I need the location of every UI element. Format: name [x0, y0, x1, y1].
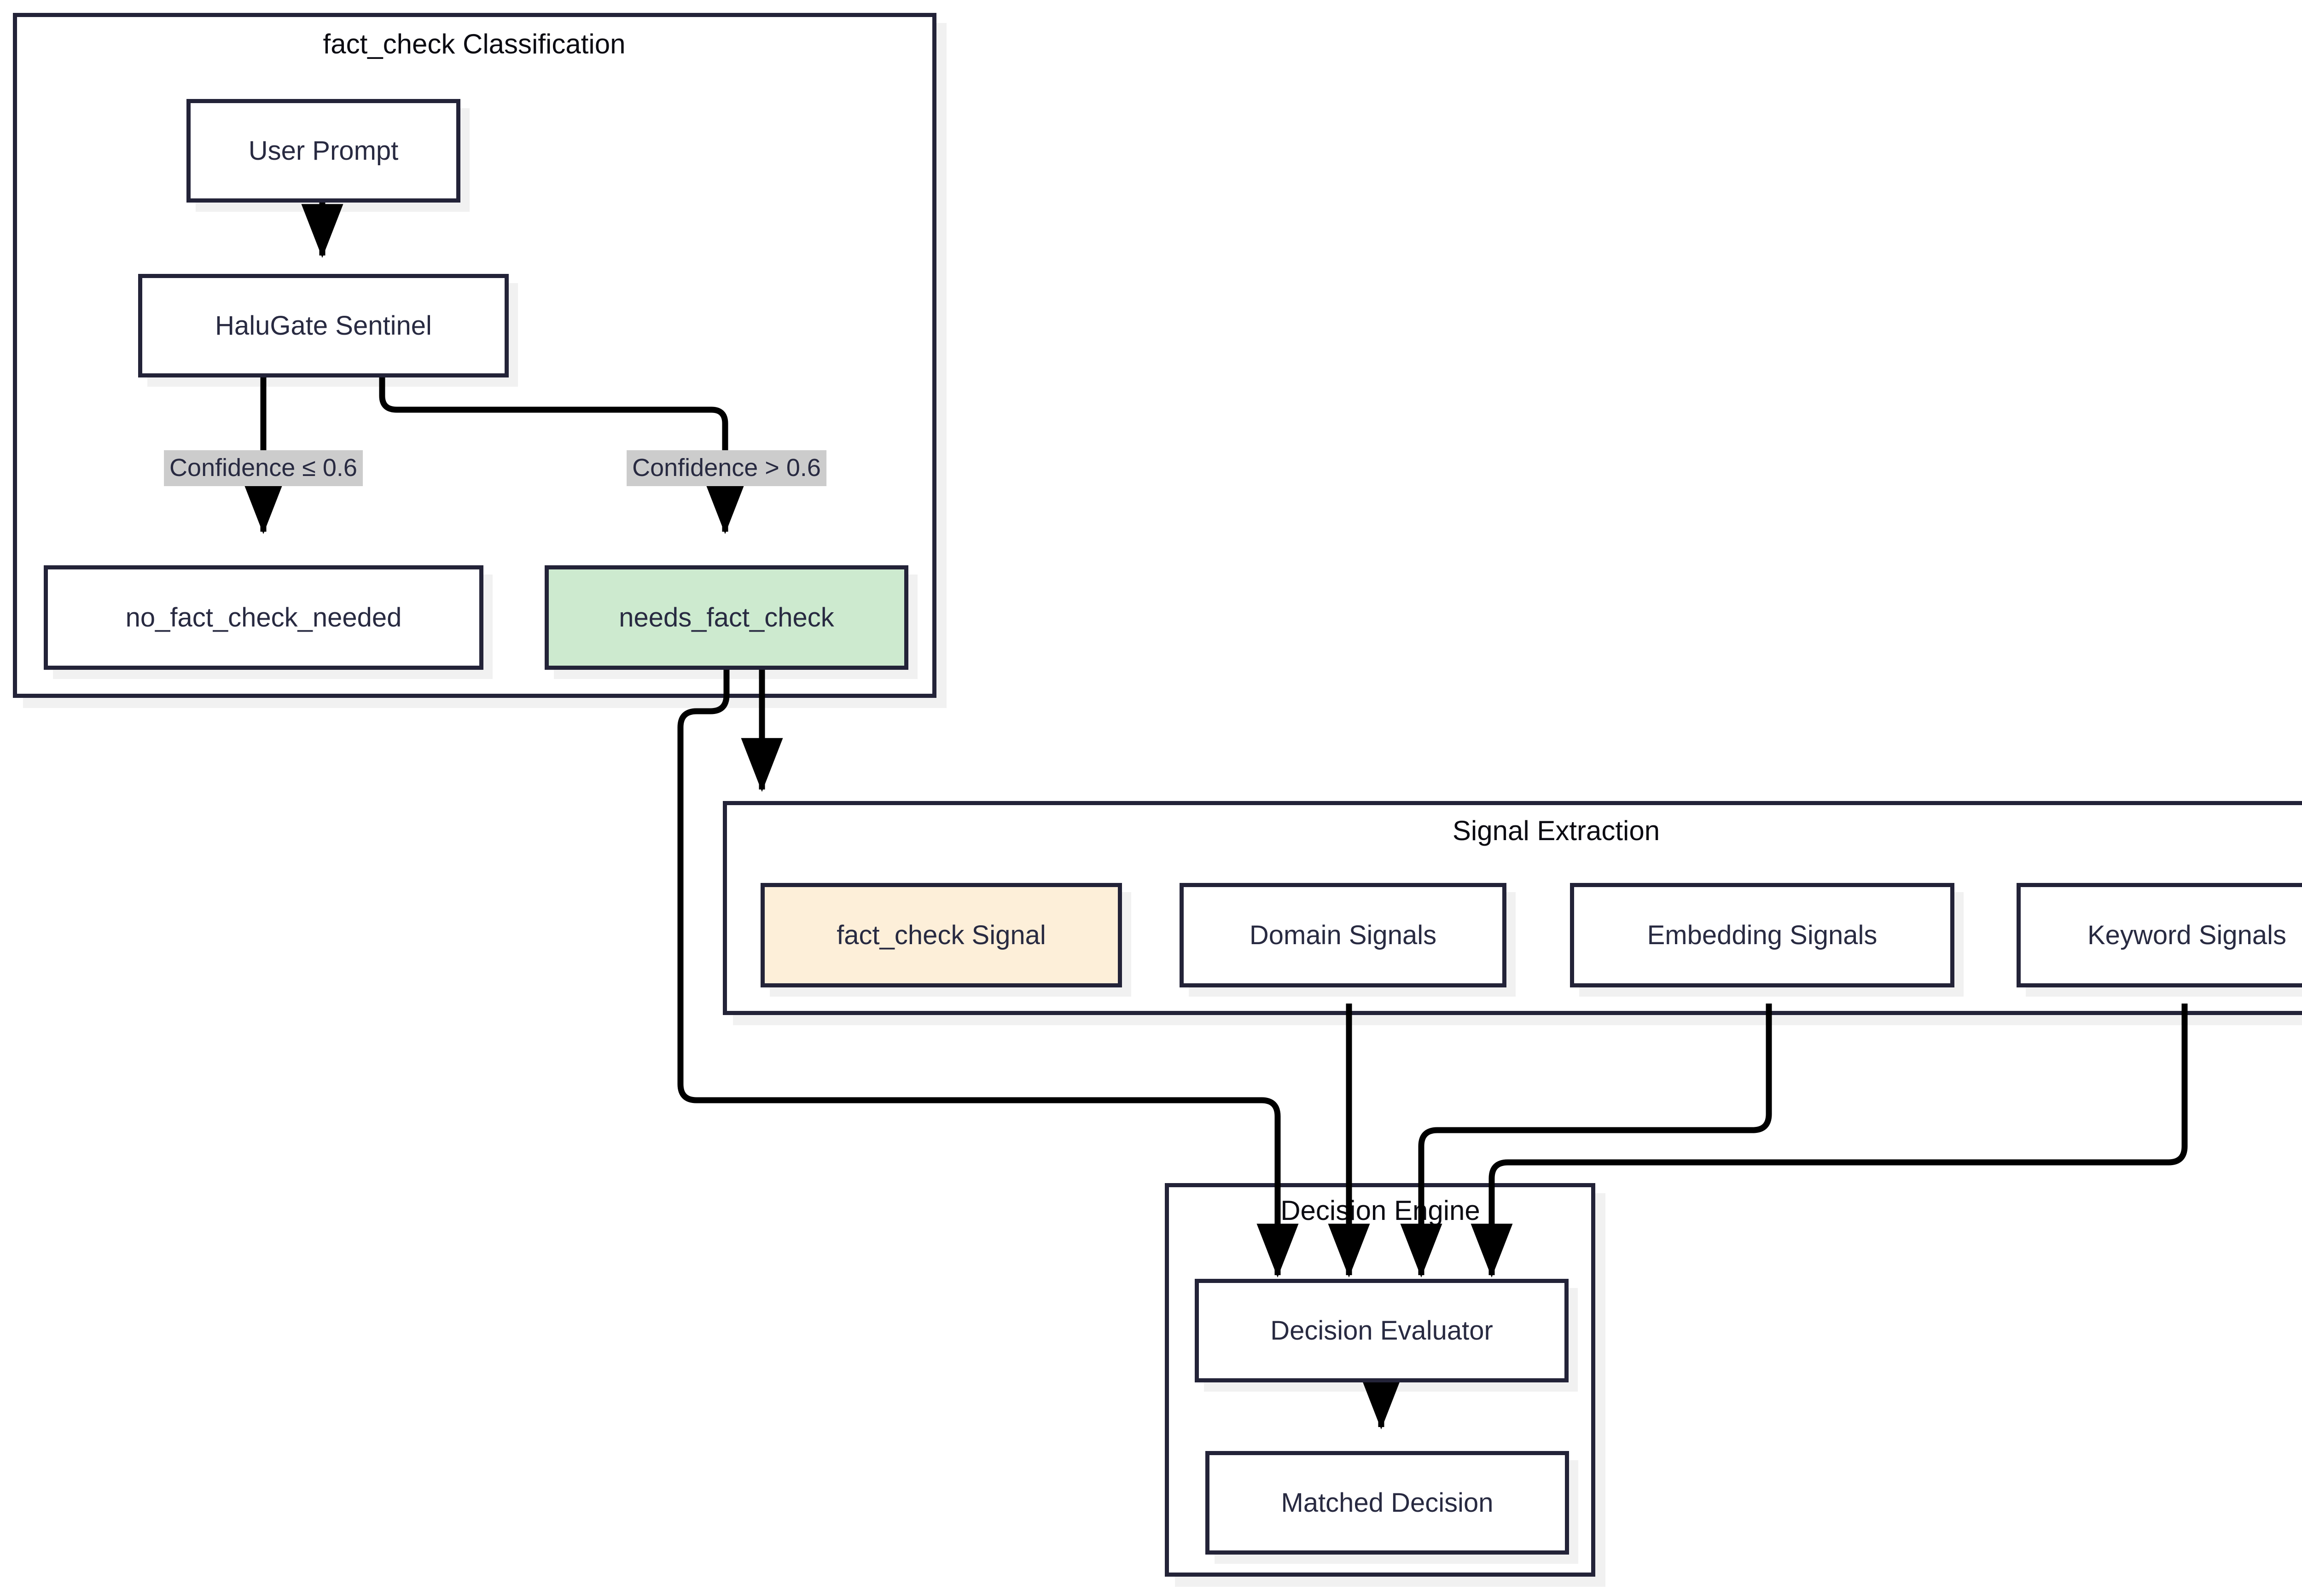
node-user-prompt[interactable]: User Prompt [186, 99, 460, 203]
node-fact-check-signal[interactable]: fact_check Signal [761, 883, 1122, 987]
cluster-title-signal-extraction: Signal Extraction [1452, 815, 1660, 846]
cluster-title-decision-engine: Decision Engine [1280, 1195, 1480, 1226]
node-embedding-signals[interactable]: Embedding Signals [1570, 883, 1954, 987]
node-halugate-sentinel[interactable]: HaluGate Sentinel [138, 274, 509, 377]
cluster-title-fact-check-classification: fact_check Classification [323, 29, 626, 59]
node-keyword-signals[interactable]: Keyword Signals [2017, 883, 2302, 987]
node-no-fact-check-needed[interactable]: no_fact_check_needed [44, 565, 483, 670]
node-decision-evaluator[interactable]: Decision Evaluator [1195, 1279, 1569, 1382]
node-matched-decision[interactable]: Matched Decision [1205, 1451, 1569, 1555]
node-needs-fact-check[interactable]: needs_fact_check [545, 565, 908, 670]
edge-keyword-signals-to-decision-evaluator [1471, 1004, 2188, 1278]
edge-label-high-confidence: Confidence > 0.6 [627, 450, 826, 486]
edge-label-low-confidence: Confidence ≤ 0.6 [164, 450, 363, 486]
node-domain-signals[interactable]: Domain Signals [1180, 883, 1506, 987]
